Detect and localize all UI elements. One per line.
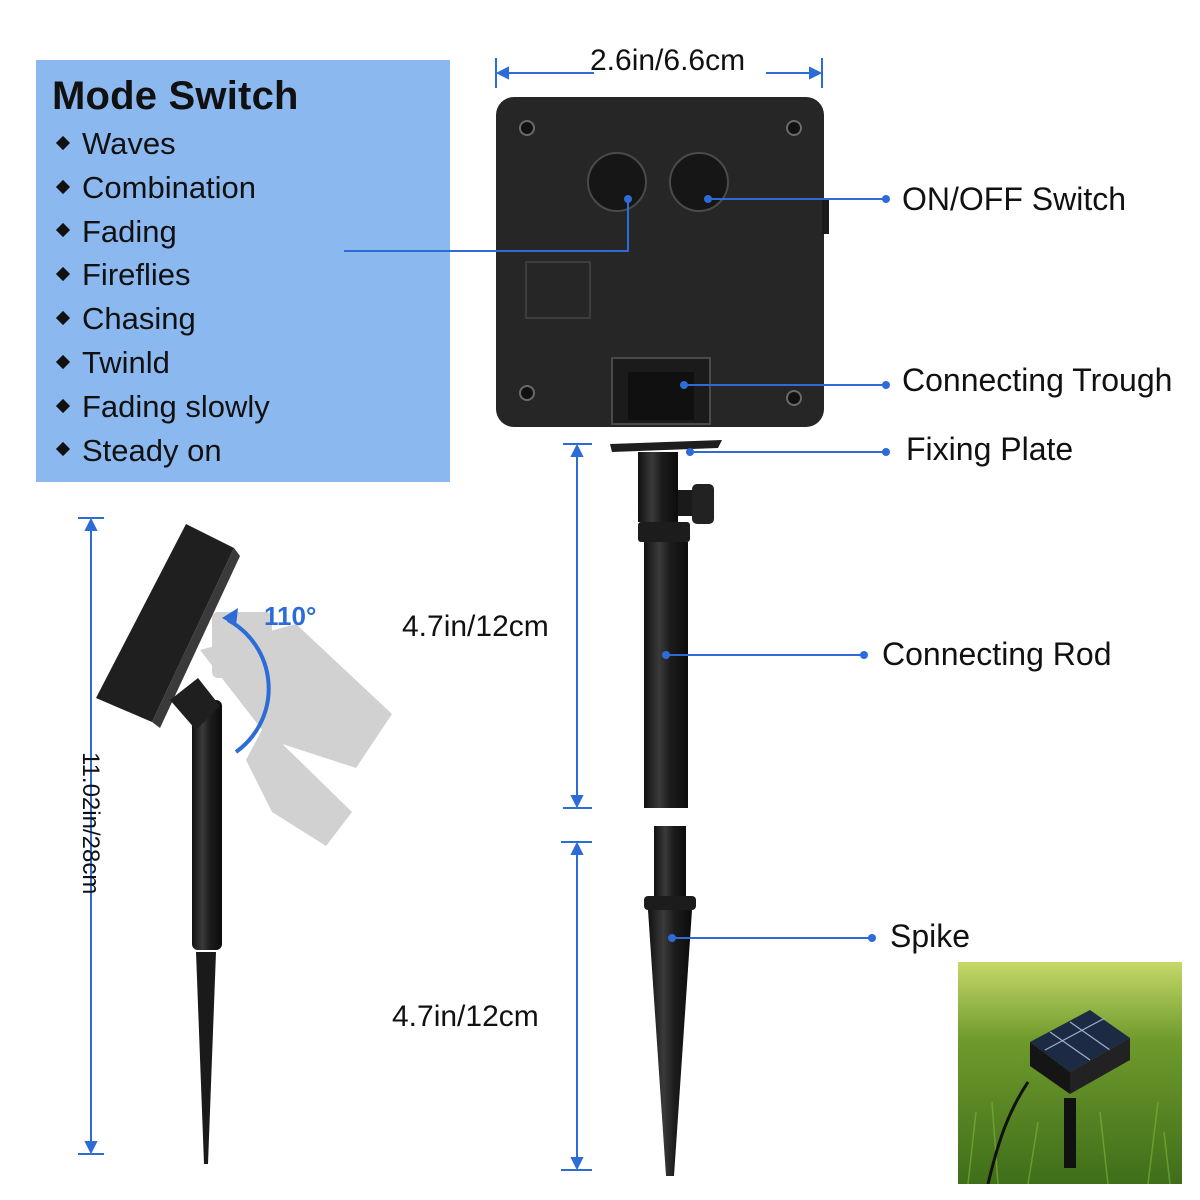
mode-item-fireflies: Fireflies [52,253,270,297]
screw-icon [519,120,802,406]
mode-item-combination: Combination [52,166,270,210]
spike-dimension-line [561,841,592,1171]
control-box [496,97,829,427]
on-off-leader-line [704,195,890,203]
mode-switch-title: Mode Switch [52,74,299,118]
tilt-angle-label: 110° [264,601,317,631]
mode-button [587,152,647,212]
rod-leader-line [662,651,868,659]
mode-item-steady-on: Steady on [52,429,270,473]
connecting-trough-label: Connecting Trough [902,362,1173,398]
tilted-side-view [96,524,392,1164]
spike-label: Spike [890,918,971,954]
width-dimension-label: 2.6in/6.6cm [590,44,746,77]
spike-leader-line [668,934,876,942]
connecting-rod-label: Connecting Rod [882,636,1112,672]
mode-item-chasing: Chasing [52,297,270,341]
mode-list: Waves Combination Fading Fireflies Chasi… [52,122,270,472]
fixing-plate-label: Fixing Plate [906,431,1074,467]
rod-dimension-label: 4.7in/12cm [402,610,549,643]
lawn-photo [958,962,1182,1184]
connecting-rod [644,542,688,808]
spike-top [654,826,686,900]
fixing-plate-leader-line [686,448,890,456]
spike-dimension-label: 4.7in/12cm [392,1000,539,1033]
width-dimension-line [495,58,823,88]
tilt-ghost [200,612,392,846]
mode-item-twinkle: Twinld [52,341,270,385]
power-button [669,152,729,212]
total-height-dimension-line [78,517,104,1155]
stake-assembly [610,440,722,1176]
mode-item-fading: Fading [52,210,270,254]
total-height-label: 11.02in/28cm [77,752,104,895]
mode-switch-panel: Mode Switch Waves Combination Fading Fir… [36,60,450,482]
mode-leader-line [344,195,632,252]
mode-item-waves: Waves [52,122,270,166]
on-off-switch-label: ON/OFF Switch [902,181,1127,217]
mode-item-fading-slowly: Fading slowly [52,385,270,429]
cert-mark-area [525,261,591,319]
rod-dimension-line [563,443,592,809]
spike [648,910,692,1176]
rotation-arrow-icon [222,608,271,754]
trough-leader-line [680,381,890,389]
